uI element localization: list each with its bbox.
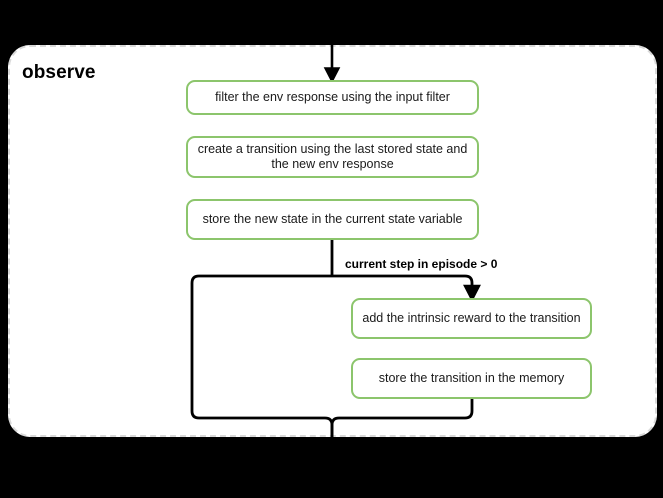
node-label: store the transition in the memory: [378, 371, 565, 385]
node-label: create a transition using the last store…: [197, 142, 468, 171]
node-label: add the intrinsic reward to the transiti…: [362, 311, 581, 325]
node-label: store the new state in the current state…: [202, 212, 463, 226]
edge-label-current-step-condition: current step in episode > 0: [345, 257, 498, 271]
node-filter-env-response[interactable]: filter the env response using the input …: [186, 80, 479, 115]
node-create-transition[interactable]: create a transition using the last store…: [186, 136, 479, 178]
group-title-observe: observe: [22, 62, 96, 83]
node-store-transition[interactable]: store the transition in the memory: [351, 358, 592, 399]
node-store-new-state[interactable]: store the new state in the current state…: [186, 199, 479, 240]
node-add-intrinsic-reward[interactable]: add the intrinsic reward to the transiti…: [351, 298, 592, 339]
node-label: filter the env response using the input …: [215, 90, 450, 104]
